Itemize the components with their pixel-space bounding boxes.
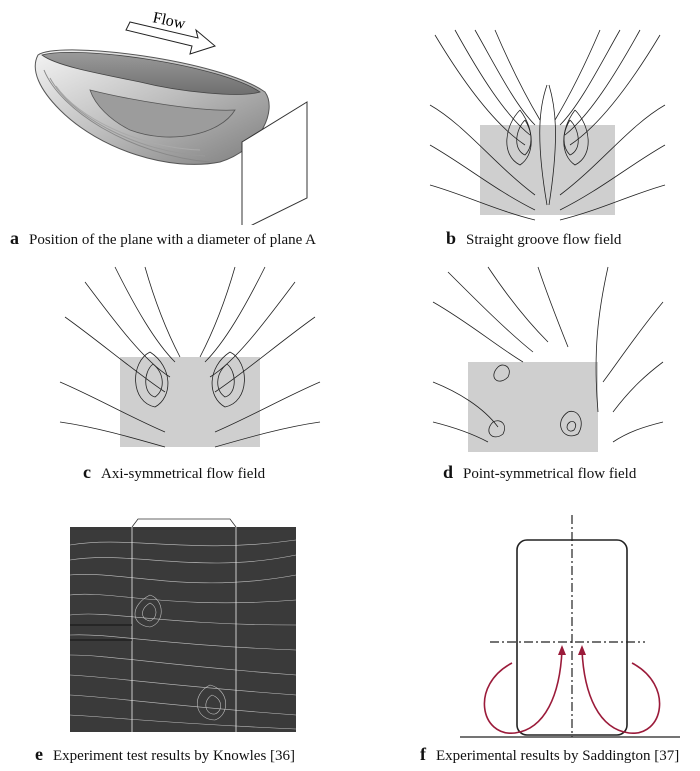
panel-letter-c: c xyxy=(83,462,91,482)
caption-text-d: Point-symmetrical flow field xyxy=(463,466,637,482)
caption-text-a: Position of the plane with a diameter of… xyxy=(29,232,317,248)
panel-letter-e: e xyxy=(35,744,43,764)
panel-letter-b: b xyxy=(446,228,457,248)
plane-a xyxy=(241,101,308,225)
flow-label: Flow xyxy=(151,9,187,33)
caption-a: a Position of the plane with a diameter o… xyxy=(10,228,316,249)
caption-text-c: Axi-symmetrical flow field xyxy=(101,466,266,482)
panel-letter-d: d xyxy=(443,462,454,482)
panel-f-schematic xyxy=(460,515,680,740)
panel-e-experiment xyxy=(70,515,300,735)
panel-a-illustration: Flow xyxy=(20,0,350,225)
caption-f: f Experimental results by Saddington [37] xyxy=(420,744,679,765)
streamline-plot-c xyxy=(59,266,321,448)
panel-letter-a: a xyxy=(10,228,19,248)
streamline-plot-d xyxy=(432,266,664,452)
streamline-plot-b xyxy=(429,29,666,221)
caption-c: c Axi-symmetrical flow field xyxy=(83,462,265,483)
caption-e: e Experiment test results by Knowles [36] xyxy=(35,744,295,765)
panel-d-flowfield xyxy=(428,262,668,457)
caption-d: d Point-symmetrical flow field xyxy=(443,462,636,483)
panel-b-flowfield xyxy=(425,25,670,225)
caption-b: b Straight groove flow field xyxy=(446,228,621,249)
flow-arrow-icon xyxy=(125,21,217,55)
tyre-plane-diagram: Flow xyxy=(34,9,308,225)
caption-text-f: Experimental results by Saddington [37] xyxy=(436,748,680,764)
vortex-arrow-left-icon xyxy=(558,645,566,655)
vortex-schematic-f xyxy=(460,515,680,738)
panel-c-flowfield xyxy=(55,262,325,457)
oil-flow-image-e xyxy=(70,518,297,732)
panel-letter-f: f xyxy=(420,744,426,764)
vortex-arrow-right-icon xyxy=(578,645,586,655)
caption-text-e: Experiment test results by Knowles [36] xyxy=(53,748,296,764)
caption-text-b: Straight groove flow field xyxy=(466,232,622,248)
